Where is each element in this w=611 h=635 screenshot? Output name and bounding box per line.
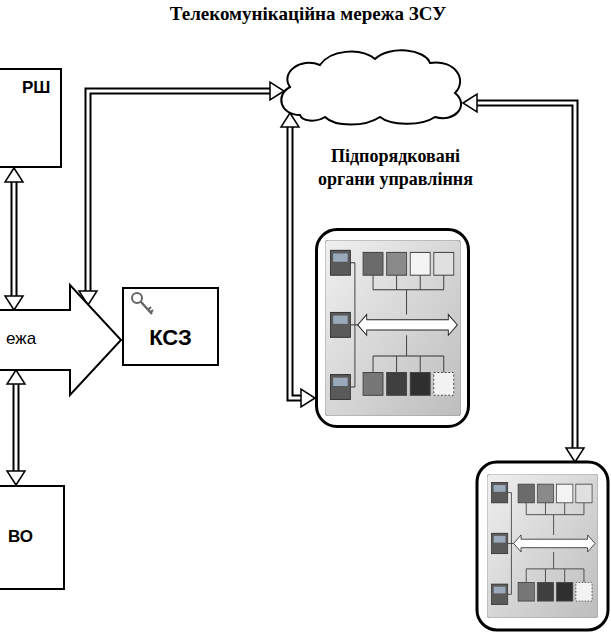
connector-outline xyxy=(88,91,270,291)
double-arrow-connector xyxy=(5,168,23,310)
arrow-head xyxy=(7,471,25,485)
double-arrow-connector xyxy=(7,370,25,485)
network-illustration xyxy=(325,240,461,416)
box-label: РШ xyxy=(22,78,50,98)
connector-channel xyxy=(15,384,18,471)
box-label: ВО xyxy=(8,527,33,547)
key-icon xyxy=(132,293,153,314)
connector-channel xyxy=(290,127,301,398)
connector-outline xyxy=(13,384,20,471)
subordinate-box-outline xyxy=(477,462,608,630)
arrow-head xyxy=(301,389,315,407)
connector-channel xyxy=(13,182,16,296)
box-label: КСЗ xyxy=(124,325,217,351)
security-box: КСЗ xyxy=(122,287,219,366)
arrow-head xyxy=(5,168,23,182)
double-arrow-connector xyxy=(281,113,315,407)
network-cloud-outline xyxy=(270,45,470,125)
subordinate-box: Підпорядковані органи управління xyxy=(315,228,470,428)
network-arrow-outline xyxy=(0,285,121,395)
network-illustration xyxy=(487,474,598,618)
network-cloud-outline xyxy=(281,50,461,124)
network-arrow: ежа xyxy=(0,285,122,397)
connector-channel xyxy=(88,91,270,291)
connector-outline xyxy=(290,127,301,398)
command-box: РШ xyxy=(0,68,62,168)
box-heading: Підпорядковані органи управління xyxy=(303,145,488,192)
arrow-label: ежа xyxy=(6,329,36,349)
arrow-head xyxy=(5,296,23,310)
double-arrow-connector xyxy=(463,94,584,462)
arrow-head xyxy=(7,370,25,384)
unit-box: ВО xyxy=(0,485,65,590)
cloud-heading: Телекомунікаційна мережа ЗСУ xyxy=(118,3,498,25)
double-arrow-connector xyxy=(79,82,284,305)
connector-outline xyxy=(11,182,18,296)
network-cloud: Телекомунікаційна мережа ЗСУ xyxy=(270,45,470,125)
